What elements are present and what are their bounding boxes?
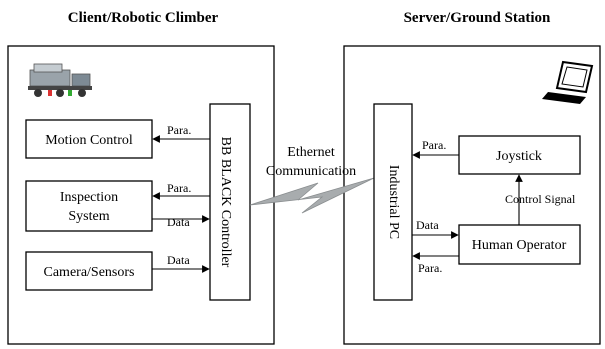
server-frame (343, 45, 601, 345)
control-signal-label: Control Signal (505, 192, 576, 206)
client-frame (7, 45, 275, 345)
industrial-pc-box (373, 103, 413, 301)
human-operator-box (458, 224, 581, 265)
human-operator-label: Human Operator (472, 238, 567, 253)
operator-para-label: Para. (418, 261, 442, 275)
bb-black-controller-label: BB BLACK Controller (218, 137, 233, 268)
robot-climber-icon (28, 63, 92, 97)
motion-para-label: Para. (167, 123, 191, 137)
joystick-label: Joystick (496, 149, 542, 164)
server-title: Server/Ground Station (404, 10, 551, 26)
bb-black-controller-box (209, 103, 251, 301)
ethernet-link-bolt (249, 177, 375, 214)
camera-data-label: Data (167, 253, 190, 267)
laptop-icon (542, 60, 594, 104)
communication-label: Communication (266, 164, 356, 179)
client-title: Client/Robotic Climber (68, 10, 219, 26)
inspection-data-label: Data (167, 215, 190, 229)
ethernet-label: Ethernet (287, 145, 335, 160)
inspection-para-label: Para. (167, 181, 191, 195)
inspection-system-label-line2: System (68, 209, 109, 224)
joystick-box (458, 135, 581, 175)
camera-sensors-box (25, 251, 153, 291)
inspection-system-label-line1: Inspection (60, 190, 118, 205)
joystick-para-label: Para. (422, 138, 446, 152)
motion-control-label: Motion Control (45, 133, 133, 148)
industrial-pc-label: Industrial PC (386, 165, 401, 239)
motion-control-box (25, 119, 153, 159)
camera-sensors-label: Camera/Sensors (44, 265, 135, 280)
operator-data-label: Data (416, 218, 439, 232)
inspection-system-box (25, 180, 153, 232)
